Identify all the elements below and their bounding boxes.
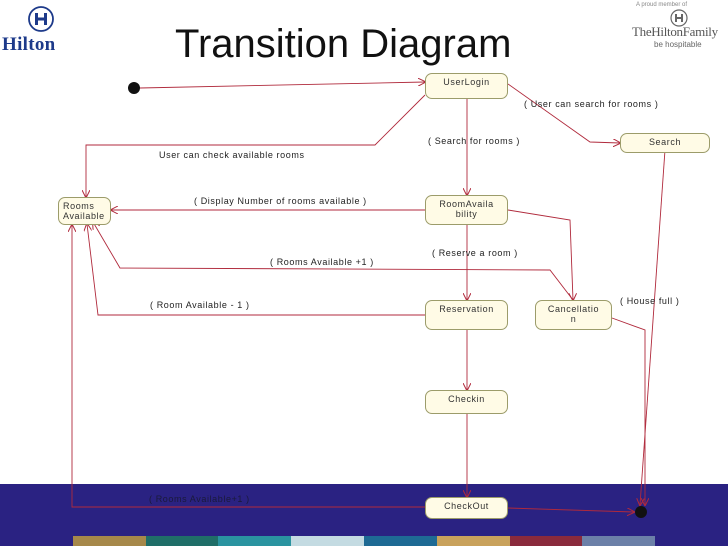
state-rooms-available-label-2: Available	[63, 211, 105, 221]
arrow-reservation-to-roomsavailable	[87, 224, 425, 316]
hilton-family-logo: A proud member of TheHiltonFamily be hos…	[628, 0, 728, 60]
state-cancellation-label-1: Cancellatio	[547, 304, 600, 314]
state-cancellation[interactable]: Cancellatio n	[535, 300, 612, 330]
label-reserve-room: ( Reserve a room )	[432, 248, 518, 258]
arrow-checkout-to-roomsavailable	[72, 225, 425, 508]
footer-bar	[0, 484, 728, 536]
footer-stripe	[218, 536, 292, 546]
footer-stripe	[364, 536, 437, 546]
state-cancellation-label-2: n	[570, 314, 577, 324]
label-search-for-rooms: ( Search for rooms )	[428, 136, 521, 146]
initial-state-dot	[128, 82, 140, 94]
state-checkin[interactable]: Checkin	[425, 390, 508, 414]
state-reservation[interactable]: Reservation	[425, 300, 508, 330]
label-house-full: ( House full )	[620, 296, 680, 306]
state-user-login-label: UserLogin	[443, 77, 490, 87]
logo-family-text: TheHiltonFamily	[632, 24, 718, 39]
state-search[interactable]: Search	[620, 133, 710, 153]
label-user-can-search: ( User can search for rooms )	[524, 99, 659, 109]
state-checkin-label: Checkin	[448, 394, 485, 404]
footer-stripe	[72, 536, 146, 546]
final-state-dot	[635, 506, 647, 518]
state-checkout[interactable]: CheckOut	[425, 497, 508, 519]
arrow-checkout-to-final	[507, 507, 634, 512]
label-rooms-available-plus-bottom: ( Rooms Available+1 )	[149, 494, 250, 504]
arrow-cancellation-to-final	[611, 317, 645, 505]
state-room-availability-label-1: RoomAvaila	[439, 199, 494, 209]
state-reservation-label: Reservation	[439, 304, 494, 314]
state-user-login[interactable]: UserLogin	[425, 73, 508, 99]
footer-stripe	[0, 536, 73, 546]
state-search-label: Search	[648, 137, 682, 147]
label-user-can-check: User can check available rooms	[159, 150, 305, 160]
arrow-search-to-final	[640, 149, 666, 505]
label-room-available-minus: ( Room Available - 1 )	[150, 300, 250, 310]
footer-stripe	[582, 536, 656, 546]
footer-stripe	[291, 536, 365, 546]
arrow-cancellation-to-roomsavailable	[93, 222, 574, 301]
state-room-availability[interactable]: RoomAvaila bility	[425, 195, 508, 225]
footer-stripe	[509, 536, 583, 546]
state-checkout-label: CheckOut	[444, 501, 489, 511]
arrow-roomavailability-to-cancellation	[507, 209, 573, 300]
hilton-logo: Hilton	[0, 2, 86, 62]
arrow-start-to-login	[139, 82, 425, 89]
arrow-login-to-search	[507, 83, 620, 143]
footer-stripe	[145, 536, 219, 546]
state-rooms-available[interactable]: Rooms Available	[58, 197, 111, 225]
label-display-number: ( Display Number of rooms available )	[194, 196, 367, 206]
logo-tagline: A proud member of	[636, 2, 688, 8]
state-rooms-available-label-1: Rooms	[63, 201, 95, 211]
state-room-availability-label-2: bility	[455, 209, 478, 219]
logo-slogan: be hospitable	[654, 40, 702, 49]
hilton-logo-text: Hilton	[2, 34, 56, 55]
arrow-login-to-roomsavailable	[86, 94, 426, 197]
label-rooms-available-plus: ( Rooms Available +1 )	[270, 257, 374, 267]
slide-title: Transition Diagram	[175, 22, 512, 66]
hilton-emblem-icon	[28, 6, 54, 32]
footer-stripe	[436, 536, 510, 546]
footer-stripe	[655, 536, 728, 546]
hilton-family-emblem-icon	[670, 9, 688, 27]
